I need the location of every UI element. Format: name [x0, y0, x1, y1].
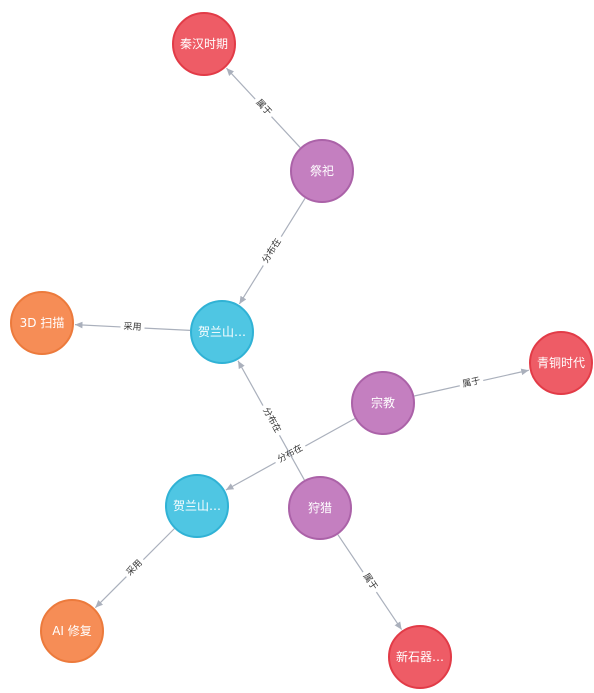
- node-label: 宗教: [371, 395, 395, 410]
- edge-label: 属于: [461, 375, 481, 390]
- node-circle[interactable]: [288, 476, 352, 540]
- edge-label-background: [122, 555, 148, 581]
- edge-zongjiao-qingtong: 属于: [414, 368, 529, 397]
- node-label: 贺兰山…: [198, 325, 246, 339]
- node-circle[interactable]: [172, 12, 236, 76]
- edge-helan2-ai: 采用: [94, 528, 175, 609]
- node-shoulie[interactable]: 狩猎: [288, 476, 352, 540]
- node-3d[interactable]: 3D 扫描: [10, 291, 74, 355]
- node-label: 青铜时代: [537, 355, 585, 370]
- edge-label: 采用: [123, 321, 142, 333]
- node-circle[interactable]: [10, 291, 74, 355]
- edge-label-background: [250, 94, 276, 121]
- node-circle[interactable]: [529, 331, 593, 395]
- node-label: 秦汉时期: [180, 37, 228, 51]
- node-label: 贺兰山…: [173, 499, 221, 513]
- node-circle[interactable]: [290, 139, 354, 203]
- node-circle[interactable]: [40, 599, 104, 663]
- node-label: 祭祀: [310, 164, 334, 178]
- node-label: 3D 扫描: [20, 316, 65, 330]
- node-label: AI 修复: [52, 623, 92, 638]
- node-helan1[interactable]: 贺兰山…: [190, 300, 254, 364]
- edge-label: 分布在: [260, 405, 284, 434]
- edge-label-background: [257, 402, 285, 439]
- node-ai[interactable]: AI 修复: [40, 599, 104, 663]
- edge-label-background: [458, 374, 485, 392]
- node-circle[interactable]: [190, 300, 254, 364]
- edge-helan1-3d: 采用: [74, 320, 191, 335]
- edge-jisi-helan1: 分布在: [238, 197, 306, 305]
- node-circle[interactable]: [388, 625, 452, 689]
- edge-label-background: [120, 320, 145, 335]
- edge-shoulie-helan1: 分布在: [237, 360, 305, 481]
- node-circle[interactable]: [351, 371, 415, 435]
- node-helan2[interactable]: 贺兰山…: [165, 474, 229, 538]
- node-zongjiao[interactable]: 宗教: [351, 371, 415, 435]
- edge-jisi-qinhan: 属于: [226, 67, 301, 148]
- edge-label-background: [258, 233, 287, 269]
- edge-label-background: [358, 568, 382, 596]
- node-qinhan[interactable]: 秦汉时期: [172, 12, 236, 76]
- node-circle[interactable]: [165, 474, 229, 538]
- edge-label: 分布在: [259, 236, 283, 265]
- node-xinshiqi[interactable]: 新石器…: [388, 625, 452, 689]
- edge-shoulie-xinshiqi: 属于: [337, 534, 403, 630]
- node-jisi[interactable]: 祭祀: [290, 139, 354, 203]
- node-qingtong[interactable]: 青铜时代: [529, 331, 593, 395]
- node-label: 新石器…: [396, 649, 444, 664]
- node-label: 狩猎: [308, 500, 332, 515]
